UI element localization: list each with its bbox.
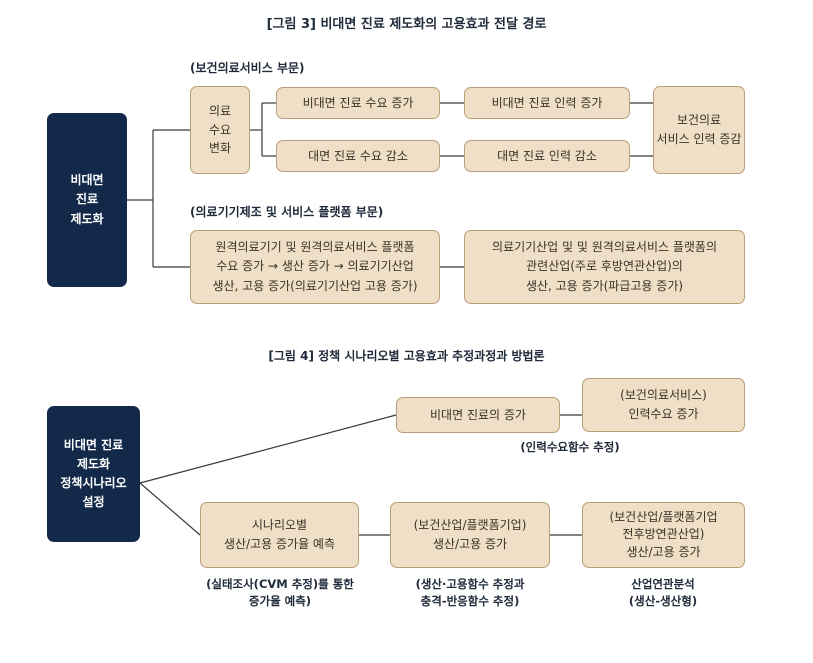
figure3-title: [그림 3] 비대면 진료 제도화의 고용효과 전달 경로 <box>266 17 547 32</box>
box-line: 수요 <box>208 122 232 137</box>
box-line: 의료 <box>208 104 232 119</box>
section-label-healthcare: (보건의료서비스 부문) <box>190 61 305 75</box>
box-line: 변화 <box>208 141 232 156</box>
industry-output-box: (보건산업/플랫폼기업) 생산/고용 증가 <box>390 502 550 568</box>
inperson-demand-decrease-box: 대면 진료 수요 감소 <box>276 140 440 172</box>
source-line: 진료 <box>75 192 99 207</box>
caption-cvm: (실태조사(CVM 추정)를 통한 증가율 예측) <box>206 577 354 609</box>
telemed-increase-box: 비대면 진료의 증가 <box>396 397 560 433</box>
figure3-source-box: 비대면 진료 제도화 <box>47 113 127 287</box>
linked-industry-output-box: (보건산업/플랫폼기업 전후방연관산업) 생산/고용 증가 <box>582 502 745 568</box>
inperson-staff-decrease-box: 대면 진료 인력 감소 <box>464 140 630 172</box>
related-industry-box: 의료기기산업 및 및 원격의료서비스 플랫폼의 관련산업(주로 후방연관산업)의… <box>464 230 745 304</box>
source-line: 비대면 <box>70 173 104 188</box>
platform-demand-box: 원격의료기기 및 원격의료서비스 플랫폼 수요 증가 → 생산 증가 → 의료기… <box>190 230 440 304</box>
staff-demand-increase-box: (보건의료서비스) 인력수요 증가 <box>582 378 745 432</box>
caption-production-function: (생산·고용함수 추정과 충격-반응함수 추정) <box>415 577 525 609</box>
caption-io-analysis: 산업연관분석 (생산-생산형) <box>628 577 698 609</box>
section-label-devices: (의료기기제조 및 서비스 플랫폼 부문) <box>190 205 384 219</box>
healthcare-staff-change-box: 보건의료 서비스 인력 증감 <box>653 86 745 174</box>
source-line: 제도화 <box>70 211 104 226</box>
figure4-title: [그림 4] 정책 시나리오별 고용효과 추정과정과 방법론 <box>268 349 545 363</box>
scenario-growth-box: 시나리오별 생산/고용 증가율 예측 <box>200 502 359 568</box>
figure4-source-box: 비대면 진료 제도화 정책시나리오 설정 <box>47 406 140 542</box>
telemed-demand-increase-box: 비대면 진료 수요 증가 <box>276 87 440 119</box>
caption-demand-function: (인력수요함수 추정) <box>520 440 620 454</box>
demand-change-box: 의료 수요 변화 <box>190 86 250 174</box>
telemed-staff-increase-box: 비대면 진료 인력 증가 <box>464 87 630 119</box>
